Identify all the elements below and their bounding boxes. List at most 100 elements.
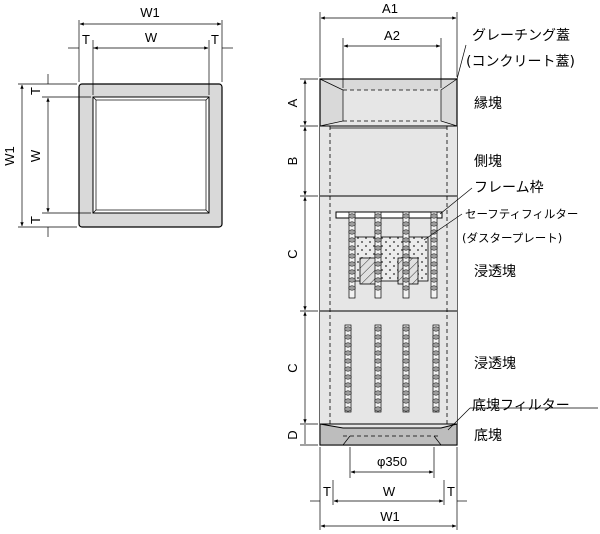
perforation-hole [344,406,352,412]
perforation-hole [432,326,440,332]
perforation-hole [348,261,356,267]
perforation-hole [374,285,382,291]
perforation-hole [402,213,410,219]
perforation-hole [374,277,382,283]
perforation-hole [430,245,438,251]
perforation-hole [344,358,352,364]
perforation-hole [374,229,382,235]
perforation-hole [348,277,356,283]
perforation-hole [348,229,356,235]
plan-dim-t-side-top: T [28,87,43,95]
perforation-hole [430,221,438,227]
perforation-hole [402,382,410,388]
perforation-hole [402,285,410,291]
perforation-hole [374,221,382,227]
perforation-hole [402,326,410,332]
label-frame: フレーム枠 [474,180,544,196]
perforation-hole [402,253,410,259]
infiltration-holes-upper [348,211,438,299]
perforation-hole [432,366,440,372]
perforation-hole [430,285,438,291]
perforation-hole [402,342,410,348]
dim-a1: A1 [382,1,398,16]
perforation-hole [430,261,438,267]
perforation-hole [432,358,440,364]
perforation-hole [402,334,410,340]
perforation-hole [430,213,438,219]
bottom-block [319,423,458,446]
perforation-hole [348,221,356,227]
perforation-hole [344,374,352,380]
perforation-hole [432,350,440,356]
perforation-hole [374,406,382,412]
perforation-hole [402,221,410,227]
perforation-hole [344,342,352,348]
label-grating-cover: グレーチング蓋 [472,28,570,44]
perforation-hole [402,406,410,412]
label-infiltration-upper: 浸透塊 [474,264,516,280]
perforation-hole [348,237,356,243]
plan-view: W1 W T T W1 W T T [2,5,233,237]
perforation-hole [374,398,382,404]
label-safety-filter: セーフティフィルター [465,207,578,221]
label-dust-plate: (ダスタープレート) [462,231,562,245]
perforation-hole [402,390,410,396]
perforation-hole [344,390,352,396]
perforation-hole [402,350,410,356]
label-side-block: 側塊 [474,154,502,170]
perforation-hole [344,382,352,388]
dim-phi350: φ350 [377,454,407,469]
perforation-hole [348,253,356,259]
plan-dim-w1-top: W1 [140,5,160,20]
plan-dim-t-left: T [82,32,90,47]
plan-dim-t-side-bottom: T [28,216,43,224]
plan-dim-w-top: W [145,30,158,45]
perforation-hole [374,366,382,372]
perforation-hole [402,269,410,275]
perforation-hole [344,326,352,332]
perforation-hole [430,253,438,259]
perforation-hole [344,350,352,356]
plan-dim-t-right: T [211,32,219,47]
perforation-hole [402,366,410,372]
perforation-hole [344,398,352,404]
perforation-hole [402,358,410,364]
perforation-hole [432,334,440,340]
perforation-hole [430,277,438,283]
labels: グレーチング蓋 (コンクリート蓋) 縁塊 側塊 フレーム枠 セーフティフィルター… [423,28,598,444]
perforation-hole [374,245,382,251]
plan-dim-w1-side: W1 [2,146,17,166]
perforation-hole [374,326,382,332]
dim-bottom-w1: W1 [380,509,400,524]
label-infiltration-lower: 浸透塊 [474,356,516,372]
perforation-hole [374,390,382,396]
perforation-hole [344,334,352,340]
dim-a2: A2 [384,28,400,43]
dim-c-lower: C [285,363,300,372]
perforation-hole [374,253,382,259]
perforation-hole [374,261,382,267]
perforation-hole [374,334,382,340]
perforation-hole [402,398,410,404]
perforation-hole [348,245,356,251]
perforation-hole [374,382,382,388]
dim-bottom-w: W [383,484,396,499]
perforation-hole [402,237,410,243]
label-bottom-block: 底塊 [474,428,502,444]
perforation-hole [348,285,356,291]
perforation-hole [402,374,410,380]
perforation-hole [374,269,382,275]
perforation-hole [432,390,440,396]
dim-c-upper: C [285,249,300,258]
perforation-hole [402,277,410,283]
perforation-hole [374,350,382,356]
perforation-hole [374,374,382,380]
label-bottom-filter: 底塊フィルター [472,398,570,414]
frame [335,211,443,219]
perforation-hole [348,213,356,219]
perforation-hole [430,229,438,235]
dim-d: D [285,430,300,439]
perforation-hole [402,229,410,235]
infiltration-holes-lower [344,324,440,413]
